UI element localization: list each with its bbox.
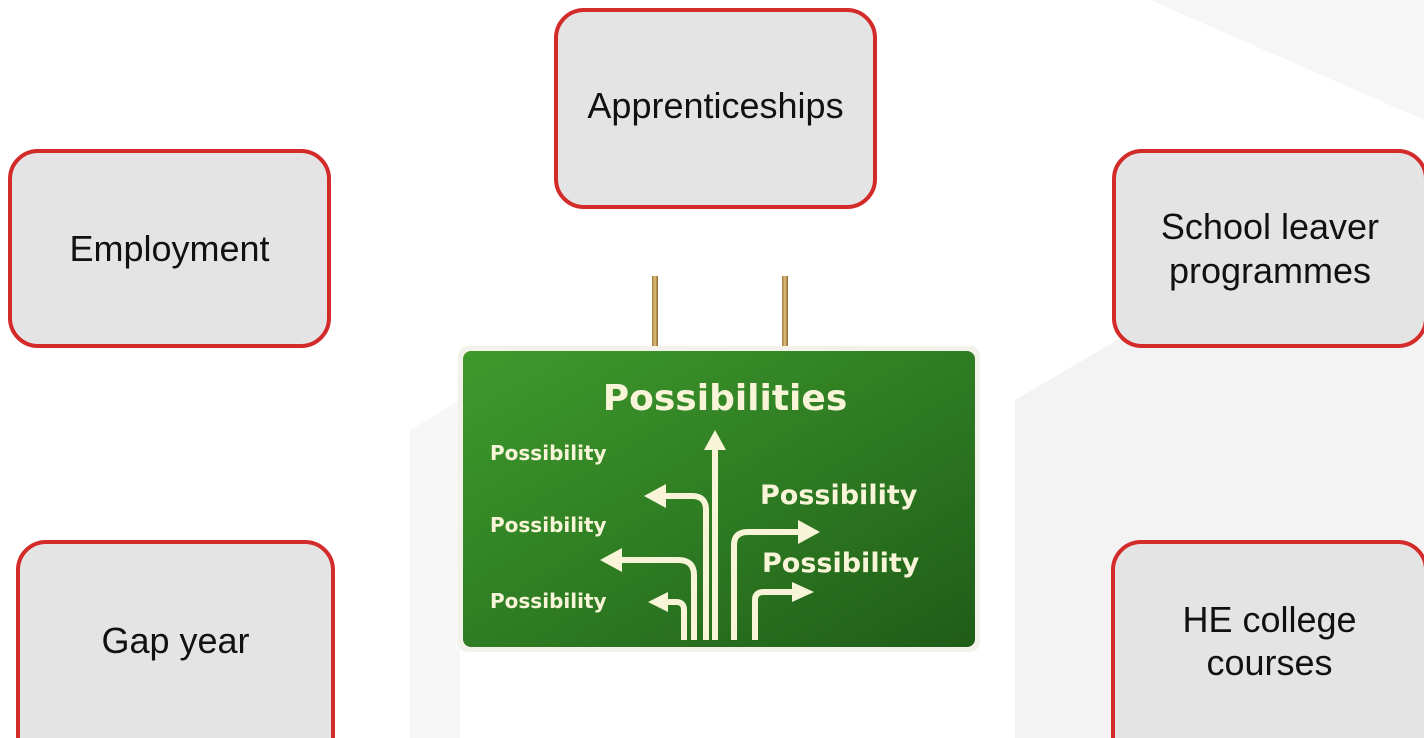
gap-year-box: Gap year: [16, 540, 335, 738]
apprenticeships-label: Apprenticeships: [587, 85, 844, 126]
possibility-label-1: Possibility: [490, 441, 607, 465]
arrow-left-short-head: [648, 592, 668, 612]
sign-pole-right: [782, 276, 788, 356]
possibility-label-2: Possibility: [760, 480, 918, 511]
sign-title: Possibilities: [603, 378, 848, 419]
school-leaver-label: School leaver programmes: [1160, 206, 1380, 291]
he-college-box: HE college courses: [1111, 540, 1424, 738]
sign-arrows: [620, 450, 800, 640]
sign-pole-left: [652, 276, 658, 356]
school-leaver-box: School leaver programmes: [1112, 149, 1424, 348]
he-college-label: HE college courses: [1182, 598, 1357, 683]
possibility-label-3: Possibility: [490, 513, 607, 537]
arrow-heads: [600, 430, 820, 612]
arrow-right-lower-head: [792, 582, 814, 602]
apprenticeships-box: Apprenticeships: [554, 8, 877, 209]
arrow-left-lower-head: [600, 548, 622, 572]
employment-box: Employment: [8, 149, 331, 348]
employment-label: Employment: [69, 227, 270, 269]
possibilities-signpost: Possibilities Possibility Possibil: [458, 276, 980, 652]
arrow-right-upper-head: [798, 520, 820, 544]
gap-year-label: Gap year: [101, 620, 250, 662]
sign-board: [463, 351, 975, 647]
possibility-label-5: Possibility: [490, 589, 607, 613]
arrow-up-head: [704, 430, 726, 450]
arrow-left-upper-head: [644, 484, 666, 508]
possibility-label-4: Possibility: [762, 548, 920, 579]
